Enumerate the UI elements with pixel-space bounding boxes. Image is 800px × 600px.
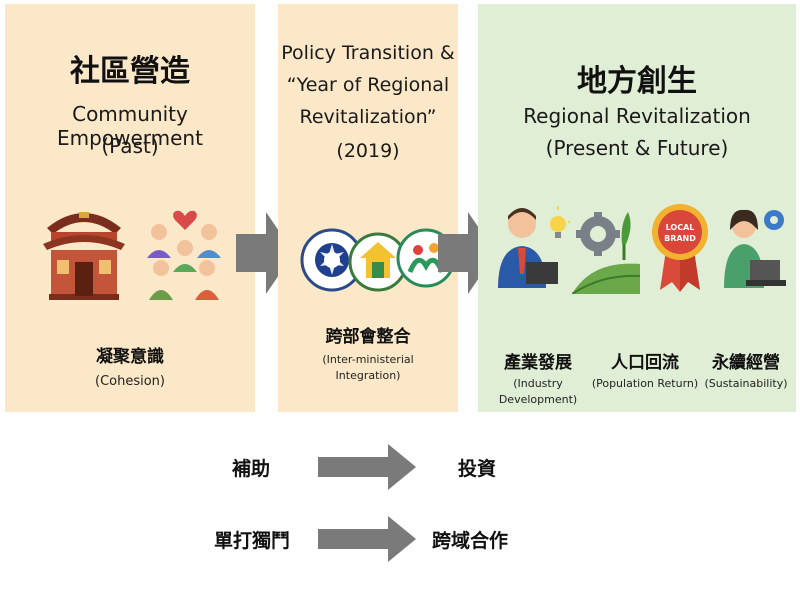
agriculture-gear-icon <box>572 212 640 294</box>
past-panel: 社區營造 Community Empowerment (Past) 凝聚意識 (… <box>5 4 255 412</box>
government-emblems <box>300 228 456 292</box>
future-item-1-zh: 產業發展 <box>504 353 572 373</box>
local-brand-badge-icon: LOCAL BRAND <box>652 204 708 292</box>
past-period: (Past) <box>101 134 159 158</box>
badge-line2: BRAND <box>664 234 696 243</box>
policy-year: (2019) <box>336 140 400 162</box>
policy-title-line3: Revitalization” <box>299 106 437 128</box>
policy-item-en-line2: Integration) <box>335 369 401 382</box>
badge-line1: LOCAL <box>666 223 695 232</box>
integration-emblem-icon <box>348 232 408 292</box>
future-item-3-zh: 永續經營 <box>712 353 780 373</box>
shift-1-from: 補助 <box>232 458 271 480</box>
entrepreneur-icon <box>498 206 570 288</box>
future-item-1-en-line1: (Industry <box>513 377 563 390</box>
policy-panel: Policy Transition & “Year of Regional Re… <box>278 4 458 412</box>
future-period: (Present & Future) <box>545 136 729 160</box>
past-title-zh: 社區營造 <box>70 54 190 89</box>
future-title-zh: 地方創生 <box>577 64 697 99</box>
future-panel: 地方創生 Regional Revitalization (Present & … <box>478 4 796 412</box>
past-title-en: Community Empowerment <box>57 102 203 150</box>
shift-2-arrow <box>318 516 416 562</box>
policy-item-en-line1: (Inter-ministerial <box>322 353 414 366</box>
past-item-zh: 凝聚意識 <box>96 347 164 367</box>
past-item-en: (Cohesion) <box>95 374 165 389</box>
shift-1-to: 投資 <box>458 458 497 480</box>
people-group-icon <box>147 210 221 300</box>
future-item-2-en-line1: (Population Return) <box>591 377 699 390</box>
policy-title-line1: Policy Transition & <box>281 42 455 64</box>
policy-item-zh: 跨部會整合 <box>325 327 411 347</box>
future-item-3-en-line1: (Sustainability) <box>704 377 788 390</box>
shift-2-to: 跨域合作 <box>432 530 509 552</box>
policy-title-line2: “Year of Regional <box>286 74 450 96</box>
remote-worker-icon <box>724 209 786 288</box>
future-title-en: Regional Revitalization <box>523 104 751 128</box>
temple-icon <box>43 212 125 300</box>
future-item-1-en-line2: Development) <box>498 393 578 406</box>
future-item-2-zh: 人口回流 <box>611 353 679 373</box>
shift-2-from: 單打獨鬥 <box>214 530 291 552</box>
shift-1-arrow <box>318 444 416 490</box>
